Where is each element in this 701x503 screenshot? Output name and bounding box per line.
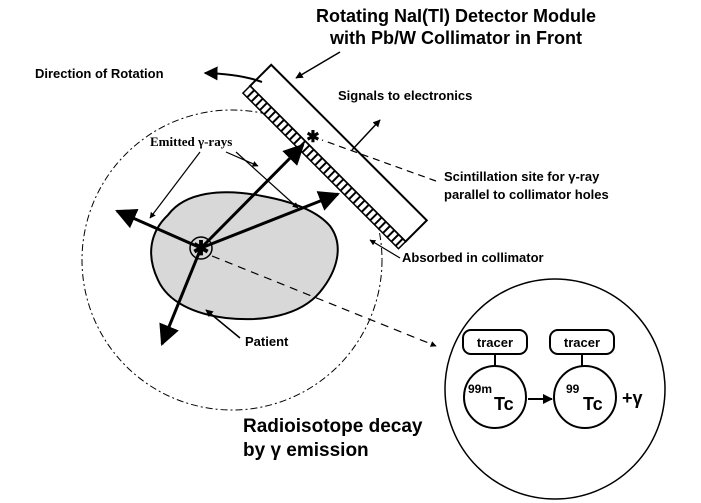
decay-title-line-2: by γ emission: [243, 440, 369, 461]
collimator-septa: [246, 89, 404, 247]
emitted-gamma-rays-label: Emitted γ-rays: [150, 134, 232, 149]
absorbed-in-collimator-label: Absorbed in collimator: [402, 250, 544, 265]
title-line-1: Rotating NaI(Tl) Detector Module: [316, 6, 596, 26]
gamma-label-pointer-2: [225, 151, 259, 167]
absorbed-pointer: [369, 239, 401, 259]
scintillation-pointer: [321, 139, 437, 182]
signals-arrow: [351, 119, 381, 151]
tc99m-mass-number: 99m: [468, 382, 492, 396]
gamma-ray-left: [115, 209, 202, 250]
direction-of-rotation-label: Direction of Rotation: [35, 66, 164, 81]
nucleus-tc99m: [463, 365, 527, 429]
tc99-symbol: Tc: [583, 394, 603, 414]
signals-to-electronics-label: Signals to electronics: [338, 88, 472, 103]
title-line-2: with Pb/W Collimator in Front: [329, 28, 582, 48]
tracer-label-left: tracer: [477, 335, 513, 350]
tracer-label-right: tracer: [564, 335, 600, 350]
patient-label: Patient: [245, 334, 289, 349]
tc99m-symbol: Tc: [494, 394, 514, 414]
rotation-arrow: [203, 66, 263, 83]
patient-pointer: [205, 309, 241, 339]
decay-title-line-1: Radioisotope decay: [243, 416, 423, 437]
gamma-ray-down: [159, 247, 203, 346]
gamma-label-pointer-1: [149, 151, 201, 219]
zoom-dashed-line: [211, 255, 437, 347]
detector-module: [241, 63, 429, 250]
scintillation-label-line-2: parallel to collimator holes: [444, 187, 609, 202]
nucleus-tc99: [553, 365, 617, 429]
gamma-emission-label: +γ: [622, 388, 643, 408]
title-pointer-arrow: [295, 51, 341, 79]
scintillation-label-line-1: Scintillation site for γ-ray: [444, 169, 600, 184]
source-ring: [189, 236, 213, 260]
gamma-ray-to-detector: [199, 143, 305, 250]
gantry-orbit: [81, 109, 383, 411]
tc99-mass-number: 99: [566, 382, 580, 396]
scintillation-star-icon: ✱: [306, 129, 319, 146]
gamma-ray-absorbed: [200, 191, 340, 250]
